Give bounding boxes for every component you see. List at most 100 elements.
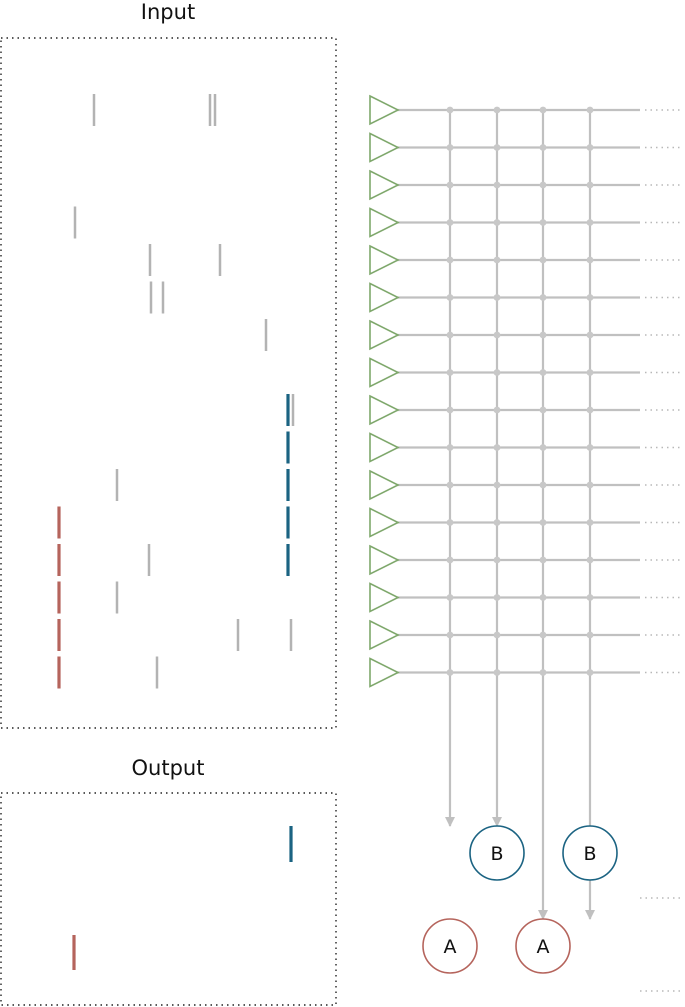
synapse-dot xyxy=(586,181,594,189)
synapse-dot xyxy=(493,406,501,414)
synapse-dot xyxy=(446,219,454,226)
continuation-dots xyxy=(640,109,683,992)
triangle-icon xyxy=(369,544,400,576)
triangle-icon xyxy=(369,319,400,351)
triangle-icon xyxy=(369,657,400,688)
synapse-dot xyxy=(539,256,547,264)
synapse-dot xyxy=(446,294,454,301)
synapse-dot xyxy=(493,519,501,526)
neuron-a: A xyxy=(422,918,478,974)
synapse-dot xyxy=(446,519,454,526)
input-title: Input xyxy=(141,0,195,24)
synapse-dot xyxy=(493,481,501,489)
synapse-dot xyxy=(493,144,501,151)
synapse-dot xyxy=(493,181,501,189)
neuron-b: B xyxy=(469,825,525,881)
synapse-dot xyxy=(446,669,454,676)
synapse-dot xyxy=(493,331,501,339)
synapse-dot xyxy=(586,444,594,451)
synapse-dot xyxy=(446,556,454,564)
synapse-dot xyxy=(586,294,594,301)
synapse-dot xyxy=(493,669,501,676)
synapse-dot xyxy=(586,106,594,114)
synapse-dot xyxy=(539,331,547,339)
output-title: Output xyxy=(132,756,205,780)
neuron-b: B xyxy=(562,825,618,881)
triangle-icon xyxy=(369,94,400,126)
synapse-dot xyxy=(446,181,454,189)
synapse-dot xyxy=(539,369,547,376)
synapse-dots xyxy=(446,106,594,676)
synapse-dot xyxy=(539,481,547,489)
synapse-dot xyxy=(586,556,594,564)
synapse-dot xyxy=(446,481,454,489)
synapse-dot xyxy=(493,444,501,451)
neuron-label: B xyxy=(490,843,503,865)
synapse-dot xyxy=(446,106,454,114)
synapse-dot xyxy=(586,519,594,526)
synapse-dot xyxy=(446,406,454,414)
synapse-dot xyxy=(446,594,454,601)
triangle-icon xyxy=(369,244,400,276)
synapse-dot xyxy=(586,144,594,151)
synapse-dot xyxy=(539,106,547,114)
circle-icon xyxy=(422,918,478,974)
triangle-icon xyxy=(369,394,400,426)
synapse-dot xyxy=(493,369,501,376)
triangle-icon xyxy=(369,169,400,201)
synapse-dot xyxy=(586,669,594,676)
neuron-a: A xyxy=(515,918,571,974)
synapse-dot xyxy=(446,144,454,151)
output-spike-raster xyxy=(72,826,293,970)
synapse-dot xyxy=(586,331,594,339)
synapse-dot xyxy=(586,219,594,226)
synapse-dot xyxy=(586,406,594,414)
synapse-dot xyxy=(539,594,547,601)
synapse-dot xyxy=(493,594,501,601)
synapse-dot xyxy=(493,556,501,564)
synapse-dot xyxy=(539,631,547,639)
synapse-dot xyxy=(539,181,547,189)
neuron-label: B xyxy=(583,843,596,865)
input-box xyxy=(0,37,337,729)
synapse-dot xyxy=(586,256,594,264)
triangle-icon xyxy=(369,132,400,163)
synapse-grid xyxy=(396,108,640,920)
synapse-dot xyxy=(586,481,594,489)
output-neurons: B B A A xyxy=(422,825,618,974)
synapse-dot xyxy=(539,444,547,451)
output-box xyxy=(0,792,337,1006)
synapse-dot xyxy=(539,406,547,414)
neuron-label: A xyxy=(444,936,457,958)
output-panel: Output xyxy=(0,756,337,1006)
circle-icon xyxy=(469,825,525,881)
synapse-dot xyxy=(539,219,547,226)
triangle-icon xyxy=(369,207,400,238)
synapse-dot xyxy=(586,594,594,601)
synapse-dot xyxy=(586,631,594,639)
triangle-icon xyxy=(369,582,400,613)
circle-icon xyxy=(515,918,571,974)
synapse-dot xyxy=(446,631,454,639)
neuron-label: A xyxy=(537,936,550,958)
synapse-dot xyxy=(493,219,501,226)
triangle-icon xyxy=(369,507,400,538)
input-nodes xyxy=(369,94,400,688)
synapse-dot xyxy=(586,369,594,376)
synapse-dot xyxy=(493,106,501,114)
synapse-dot xyxy=(446,331,454,339)
synapse-dot xyxy=(539,294,547,301)
synapse-dot xyxy=(539,669,547,676)
synapse-dot xyxy=(539,519,547,526)
triangle-icon xyxy=(369,432,400,463)
synapse-dot xyxy=(539,556,547,564)
circle-icon xyxy=(562,825,618,881)
triangle-icon xyxy=(369,282,400,313)
triangle-icon xyxy=(369,619,400,651)
synapse-dot xyxy=(446,369,454,376)
input-spike-raster xyxy=(57,94,295,689)
synapse-dot xyxy=(493,256,501,264)
synapse-dot xyxy=(493,631,501,639)
synapse-dot xyxy=(539,144,547,151)
